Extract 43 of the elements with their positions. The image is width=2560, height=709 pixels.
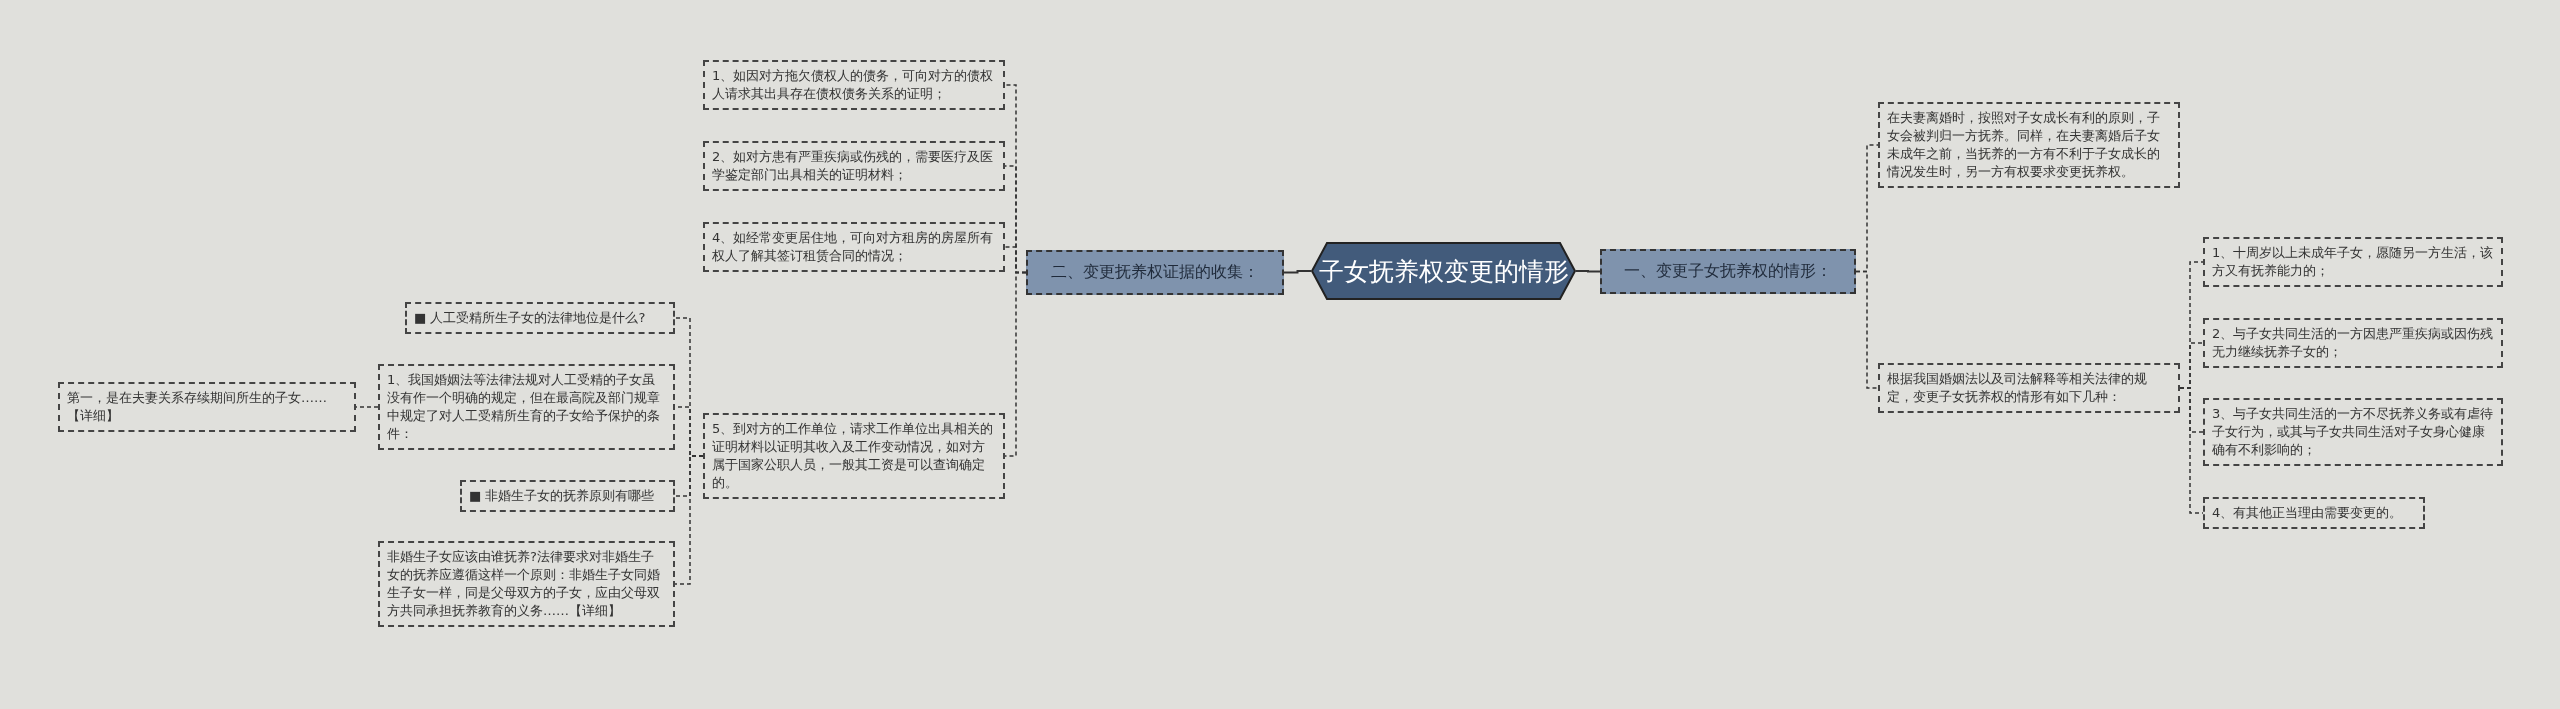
note-box	[2203, 237, 2503, 287]
note-box	[2203, 398, 2503, 466]
note-box	[58, 382, 356, 432]
note-text: ■ 非婚生子女的抚养原则有哪些	[469, 488, 655, 503]
note-box	[378, 541, 675, 627]
central-topic-text: 子女抚养权变更的情形	[1318, 255, 1569, 288]
note-text: 1、十周岁以上未成年子女，愿随另一方生活，该方又有抚养能力的；	[2212, 245, 2494, 278]
connector-line	[2179, 387, 2204, 514]
note-text: 2、与子女共同生活的一方因患严重疾病或因伤残无力继续抚养子女的；	[2212, 326, 2494, 359]
connector-line	[1004, 271, 1027, 457]
note-box	[378, 364, 675, 450]
note-text: 第一，是在夫妻关系存续期间所生的子女……【详细】	[67, 390, 327, 423]
connector-line	[1855, 270, 1879, 389]
note-box	[703, 222, 1005, 272]
note-text: 1、我国婚姻法等法律法规对人工受精的子女虽没有作一个明确的规定，但在最高院及部门规章中规定了对人工受精所生育的子女给予保护的条件：	[387, 372, 660, 441]
connector-line	[355, 406, 379, 408]
note-box	[1878, 102, 2180, 188]
note-box	[460, 480, 675, 512]
branch-topic-box	[1600, 249, 1856, 294]
note-box	[1878, 363, 2180, 413]
branch-topic-box	[1026, 250, 1284, 295]
note-text: 4、如经常变更居住地，可向对方租房的房屋所有权人了解其签订租赁合同的情况；	[712, 230, 994, 263]
note-text: ■ 人工受精所生子女的法律地位是什么?	[414, 310, 646, 325]
note-box	[2203, 318, 2503, 368]
note-text: 5、到对方的工作单位，请求工作单位出具相关的证明材料以证明其收入及工作变动情况，如对方属于国家公职人员，一般其工资是可以查询确定的。	[712, 421, 994, 490]
note-box	[405, 302, 675, 334]
note-text: 非婚生子女应该由谁抚养?法律要求对非婚生子女的抚养应遵循这样一个原则：非婚生子女同婚生子女一样，同是父母双方的子女，应由父母双方共同承担抚养教育的义务……【详细】	[387, 549, 660, 618]
note-text: 3、与子女共同生活的一方不尽抚养义务或有虐待子女行为，或其与子女共同生活对子女身心健康确有不利影响的；	[2212, 406, 2494, 457]
connector-line	[1575, 270, 1601, 273]
note-box	[703, 141, 1005, 191]
connector-line	[1283, 270, 1312, 274]
note-text: 根据我国婚姻法以及司法解释等相关法律的规定，变更子女抚养权的情形有如下几种：	[1887, 371, 2147, 404]
note-text: 在夫妻离婚时，按照对子女成长有利的原则，子女会被判归一方抚养。同样，在夫妻离婚后子女未成年之前，当抚养的一方有不利于子女成长的情况发生时，另一方有权要求变更抚养权。	[1887, 110, 2160, 179]
central-topic-hexagon	[1311, 242, 1576, 300]
branch-topic-text: 一、变更子女抚养权的情形：	[1624, 261, 1832, 282]
note-box	[703, 60, 1005, 110]
note-text: 2、如对方患有严重疾病或伤残的，需要医疗及医学鉴定部门出具相关的证明材料；	[712, 149, 994, 182]
note-text: 4、有其他正当理由需要变更的。	[2212, 505, 2403, 520]
note-box	[703, 413, 1005, 499]
note-text: 1、如因对方拖欠债权人的债务，可向对方的债权人请求其出具存在债权债务关系的证明；	[712, 68, 994, 101]
note-box	[2203, 497, 2425, 529]
connector-line	[674, 455, 704, 585]
branch-topic-text: 二、变更抚养权证据的收集：	[1051, 262, 1259, 283]
